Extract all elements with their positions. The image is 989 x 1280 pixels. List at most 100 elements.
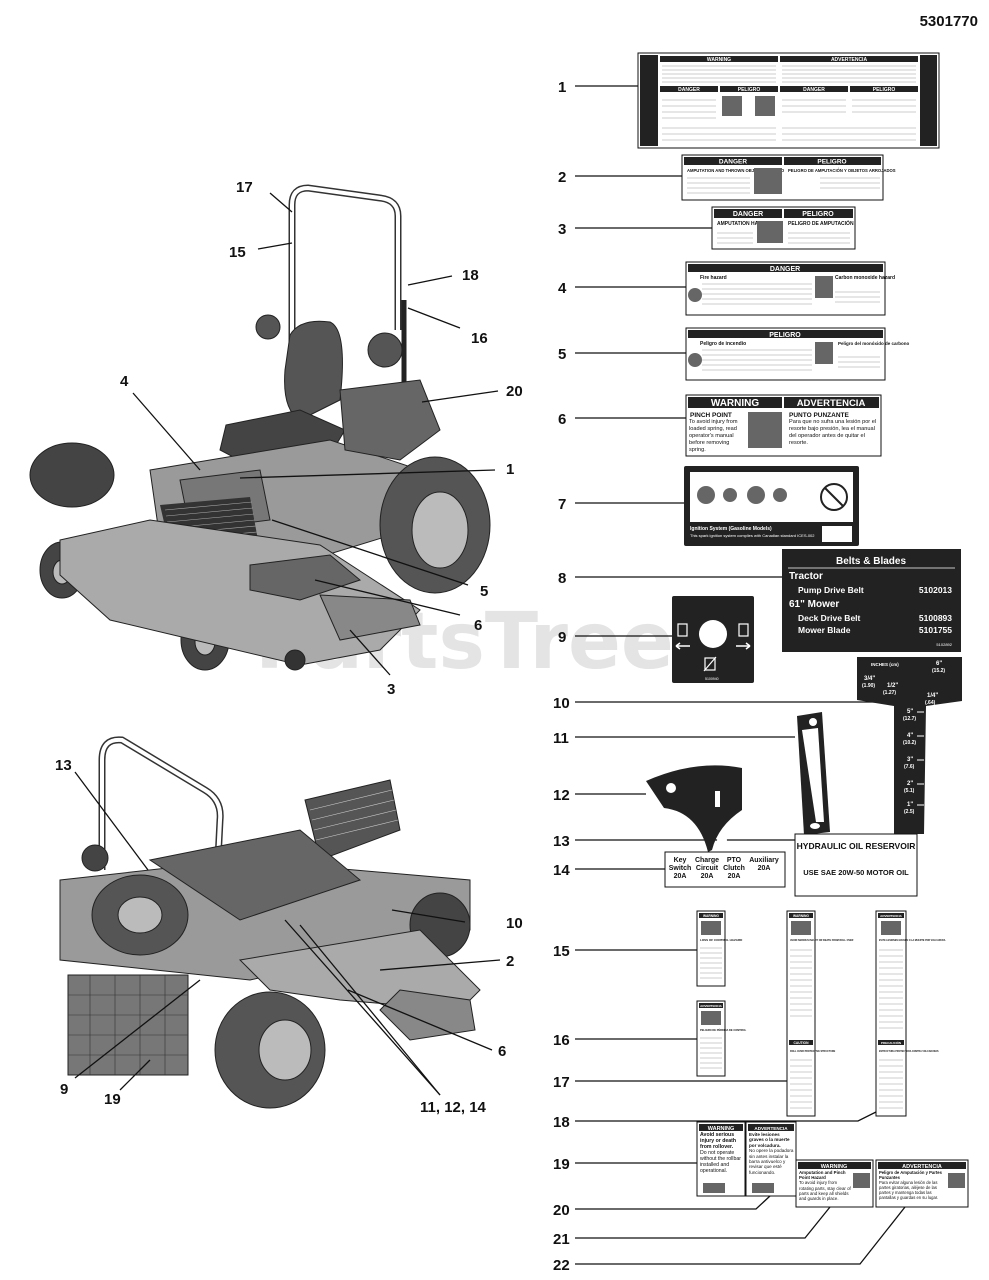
svg-text:3": 3" bbox=[907, 757, 913, 763]
decal-22: ADVERTENCIA Peligro de Amputación y Part… bbox=[875, 1159, 969, 1208]
decal-4: DANGER Fire hazard Carbon monoxide hazar… bbox=[685, 261, 895, 316]
decal-14: Key Switch 20A Charge Circuit 20A PTO Cl… bbox=[664, 851, 786, 888]
decal-1: WARNING ADVERTENCIA DANGER PELIGRO DANGE… bbox=[637, 52, 940, 149]
mower-rear-view bbox=[59, 736, 501, 1109]
decal-13: HYDRAULIC OIL RESERVOIR USE SAE 20W-50 M… bbox=[794, 833, 918, 897]
svg-text:2": 2" bbox=[907, 781, 913, 787]
callout-21: 21 bbox=[553, 1231, 570, 1248]
svg-text:ADVERTENCIA: ADVERTENCIA bbox=[880, 914, 903, 918]
mower-callout-6b: 6 bbox=[498, 1043, 506, 1060]
svg-text:PELIGRO: PELIGRO bbox=[817, 159, 846, 166]
svg-text:(1.90): (1.90) bbox=[862, 683, 875, 689]
svg-text:WARNING: WARNING bbox=[793, 914, 809, 918]
mower-callout-19: 19 bbox=[104, 1091, 121, 1108]
svg-text:ADVERTENCIA: ADVERTENCIA bbox=[902, 1164, 942, 1170]
callout-10: 10 bbox=[553, 695, 570, 712]
mower-callout-1: 1 bbox=[506, 461, 514, 478]
svg-text:AMPUTATION AND THROWN OBJECTS: AMPUTATION AND THROWN OBJECTS HAZARD bbox=[687, 168, 784, 173]
document-number: 5301770 bbox=[920, 13, 978, 30]
svg-text:3/4": 3/4" bbox=[864, 676, 875, 682]
svg-text:Switch: Switch bbox=[669, 865, 692, 872]
mower-callout-15: 15 bbox=[229, 244, 246, 261]
svg-text:(12.7): (12.7) bbox=[903, 716, 916, 722]
svg-text:AMPUTATION HAZARD: AMPUTATION HAZARD bbox=[717, 221, 772, 227]
callout-1: 1 bbox=[558, 79, 566, 96]
mower-callout-3: 3 bbox=[387, 681, 395, 698]
mower-callout-6: 6 bbox=[474, 617, 482, 634]
svg-text:5101755: 5101755 bbox=[919, 625, 952, 635]
callout-17: 17 bbox=[553, 1074, 570, 1091]
callout-11: 11 bbox=[553, 730, 569, 747]
callout-4: 4 bbox=[558, 280, 567, 297]
svg-text:Charge: Charge bbox=[695, 857, 719, 864]
decal-15: WARNING LOSS OF CONTROL HAZARD bbox=[696, 910, 743, 987]
svg-text:20A: 20A bbox=[728, 873, 741, 880]
svg-text:Key: Key bbox=[674, 857, 687, 864]
svg-text:Fire hazard: Fire hazard bbox=[700, 275, 727, 281]
svg-text:4": 4" bbox=[907, 733, 913, 739]
svg-text:ADVERTENCIA: ADVERTENCIA bbox=[700, 1004, 723, 1008]
callout-16: 16 bbox=[553, 1032, 570, 1049]
svg-text:DANGER: DANGER bbox=[719, 159, 747, 166]
mower-callout-18: 18 bbox=[462, 267, 479, 284]
svg-text:20A: 20A bbox=[758, 865, 771, 872]
mower-callout-10: 10 bbox=[506, 915, 523, 932]
svg-text:5": 5" bbox=[907, 709, 913, 715]
decal-17: WARNING AVOID SERIOUS INJURY OR DEATH FR… bbox=[786, 910, 854, 1117]
decal-21: WARNING Amputation and Pinch Point Hazar… bbox=[795, 1159, 874, 1208]
svg-text:CAUTION: CAUTION bbox=[793, 1041, 809, 1045]
svg-text:AVOID SERIOUS INJURY OR DEATH: AVOID SERIOUS INJURY OR DEATH FROM ROLL … bbox=[790, 939, 854, 942]
svg-text:ADVERTENCIA: ADVERTENCIA bbox=[831, 57, 868, 63]
svg-text:ESTRUCTURA PROTECTORA CONTRA V: ESTRUCTURA PROTECTORA CONTRA VOLCADURAS bbox=[879, 1050, 939, 1053]
svg-text:DANGER: DANGER bbox=[803, 87, 825, 93]
mower-callout-17: 17 bbox=[236, 179, 253, 196]
mower-callout-4: 4 bbox=[120, 373, 129, 390]
svg-text:(7.6): (7.6) bbox=[904, 764, 915, 770]
svg-text:5100940: 5100940 bbox=[705, 677, 719, 681]
svg-text:WARNING: WARNING bbox=[708, 1126, 735, 1132]
svg-text:(1.27): (1.27) bbox=[883, 690, 896, 696]
svg-text:6": 6" bbox=[936, 661, 942, 667]
decal-7: Ignition System (Gasoline Models) This s… bbox=[684, 466, 859, 546]
svg-text:HYDRAULIC OIL RESERVOIR: HYDRAULIC OIL RESERVOIR bbox=[797, 841, 916, 851]
mower-front-view bbox=[29, 184, 499, 676]
mower-callout-5: 5 bbox=[480, 583, 488, 600]
svg-text:Belts & Blades: Belts & Blades bbox=[836, 556, 906, 567]
svg-text:LOSS OF CONTROL HAZARD: LOSS OF CONTROL HAZARD bbox=[700, 938, 743, 942]
svg-text:PELIGRO: PELIGRO bbox=[769, 332, 801, 339]
decal-20: ADVERTENCIA Evite lesiones graves o la m… bbox=[745, 1121, 797, 1197]
callout-14: 14 bbox=[553, 862, 570, 879]
mower-callout-13: 13 bbox=[55, 757, 72, 774]
callout-6: 6 bbox=[558, 411, 566, 428]
svg-text:Mower Blade: Mower Blade bbox=[798, 625, 851, 635]
svg-text:ADVERTENCIA: ADVERTENCIA bbox=[754, 1126, 788, 1131]
svg-text:1": 1" bbox=[907, 802, 913, 808]
decal-19: WARNING Avoid serious injury or death fr… bbox=[696, 1121, 746, 1197]
callout-leaders bbox=[575, 85, 906, 1265]
callout-2: 2 bbox=[558, 169, 566, 186]
svg-text:20A: 20A bbox=[674, 873, 687, 880]
svg-text:(.64): (.64) bbox=[925, 700, 936, 706]
svg-text:PELIGRO: PELIGRO bbox=[738, 87, 761, 93]
svg-text:5102892: 5102892 bbox=[936, 642, 952, 647]
mower-callout-11-12-14: 11, 12, 14 bbox=[420, 1099, 487, 1116]
svg-text:20A: 20A bbox=[701, 873, 714, 880]
svg-text:1/2": 1/2" bbox=[887, 683, 898, 689]
svg-text:ROLL OVER PROTECTIVE STRUCTURE: ROLL OVER PROTECTIVE STRUCTURE bbox=[790, 1050, 836, 1053]
mower-callout-20: 20 bbox=[506, 383, 523, 400]
svg-text:WARNING: WARNING bbox=[821, 1164, 848, 1170]
svg-text:DANGER: DANGER bbox=[733, 211, 763, 218]
decal-5: PELIGRO Peligro de incendio Peligro del … bbox=[685, 327, 910, 381]
svg-text:Clutch: Clutch bbox=[723, 865, 745, 872]
svg-text:PUNTO PUNZANTE: PUNTO PUNZANTE bbox=[789, 412, 849, 419]
svg-text:Tractor: Tractor bbox=[789, 571, 823, 582]
decal-18: ADVERTENCIA EVITE LESIONES GRAVES O LA M… bbox=[875, 910, 946, 1117]
decal-12 bbox=[646, 765, 742, 852]
svg-text:PELIGRO: PELIGRO bbox=[802, 211, 834, 218]
svg-text:PELIGRO DE PÉRDIDA DE CONTROL: PELIGRO DE PÉRDIDA DE CONTROL bbox=[700, 1027, 747, 1032]
callout-7: 7 bbox=[558, 496, 566, 513]
svg-text:(10.2): (10.2) bbox=[903, 740, 916, 746]
decal-6: WARNING ADVERTENCIA PINCH POINT PUNTO PU… bbox=[685, 394, 882, 457]
decal-8: Belts & Blades Tractor Pump Drive Belt 5… bbox=[782, 549, 961, 652]
